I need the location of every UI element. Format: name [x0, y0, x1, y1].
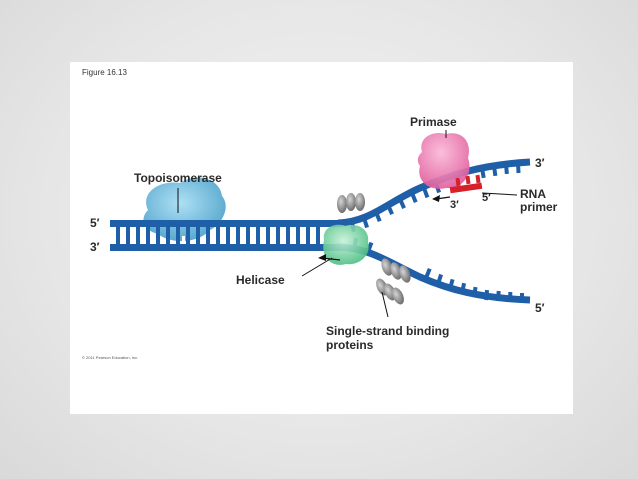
rna-primer-leader [481, 192, 518, 196]
topoisomerase-label: Topoisomerase [134, 171, 222, 185]
parental-rungs [116, 227, 320, 244]
ssb-label-line2: proteins [326, 338, 374, 352]
primer-3-end-label: 3′ [450, 199, 459, 211]
replication-fork-diagram [110, 130, 531, 318]
rna-primer-label: RNA primer [520, 188, 557, 214]
upper-template-strand [337, 158, 531, 227]
rna-primer [449, 174, 483, 194]
helicase-arrowhead [318, 254, 326, 261]
lower-right-end-label: 5′ [535, 301, 545, 315]
upper-strand-rungs [350, 162, 521, 233]
left-bottom-end-label: 3′ [90, 240, 100, 254]
ssb-lower [376, 258, 411, 305]
primer-5-end-label: 5′ [482, 192, 491, 204]
parental-bottom-strand [110, 244, 342, 251]
parental-top-strand [110, 220, 342, 227]
lower-strand-rungs [352, 237, 524, 303]
helicase-protein [323, 224, 369, 265]
helicase-leader [301, 257, 333, 277]
figure-panel: Figure 16.13 [70, 62, 573, 414]
primer-arrowhead [432, 195, 440, 202]
helicase-label: Helicase [236, 273, 285, 287]
primase-protein [417, 132, 470, 189]
copyright-notice: © 2011 Pearson Education, Inc. [82, 355, 139, 360]
topoisomerase-protein [143, 177, 226, 242]
topoisomerase-nick [182, 236, 185, 244]
rna-primer-label-line1: RNA [520, 187, 546, 201]
figure-label: Figure 16.13 [82, 68, 127, 77]
ssb-upper [337, 193, 365, 213]
ssb-leader [381, 291, 389, 318]
primase-label: Primase [410, 115, 457, 129]
ssb-label-line1: Single-strand binding [326, 324, 450, 338]
rna-primer-label-line2: primer [520, 200, 558, 214]
upper-right-end-label: 3′ [535, 156, 545, 170]
left-top-end-label: 5′ [90, 216, 100, 230]
lower-template-strand [337, 243, 531, 304]
ssb-label: Single-strand binding proteins [326, 324, 449, 352]
